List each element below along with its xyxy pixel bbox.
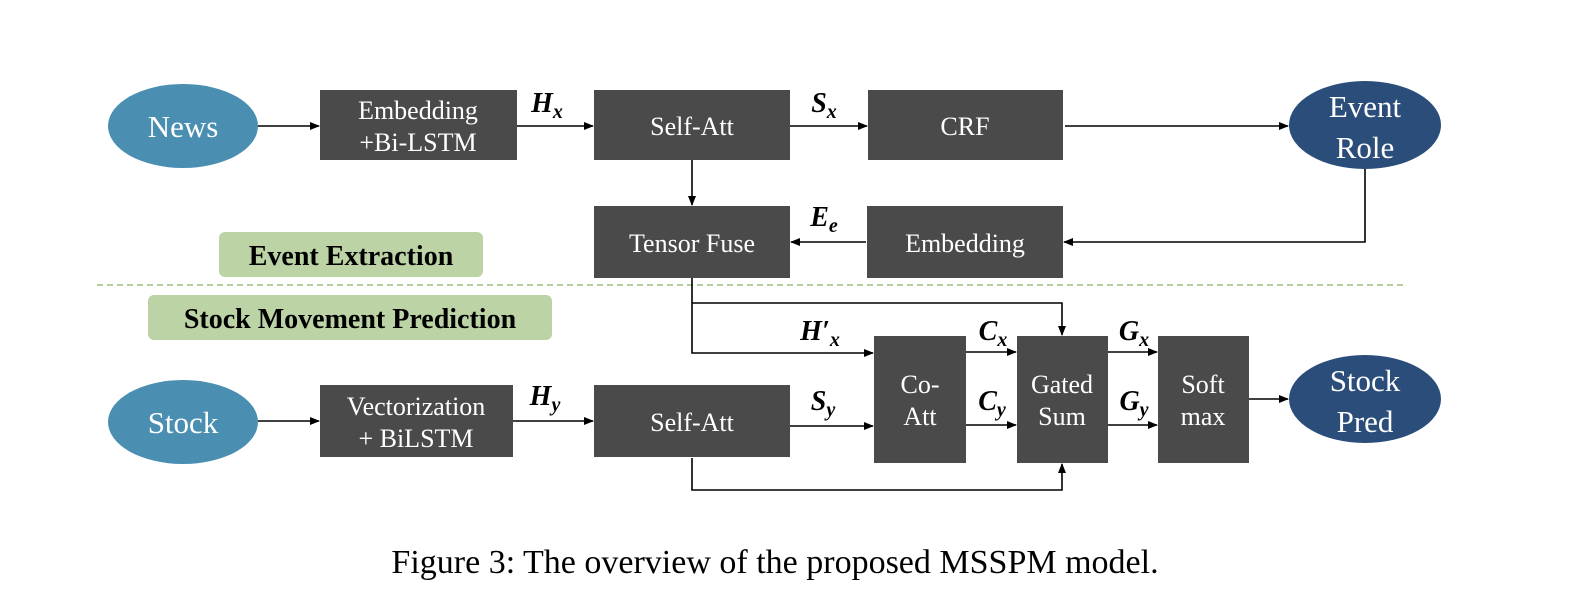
stock-node: Stock — [108, 380, 258, 464]
svg-text:Vectorization: Vectorization — [347, 392, 486, 421]
svg-text:CRF: CRF — [940, 112, 989, 141]
svg-text:Att: Att — [903, 402, 937, 431]
event-extraction-tag: Event Extraction — [219, 232, 483, 277]
self-att-top-box: Self-Att — [594, 90, 790, 160]
figure-caption: Figure 3: The overview of the proposed M… — [391, 544, 1158, 581]
svg-text:Gated: Gated — [1031, 370, 1093, 399]
label-cy: Cy — [978, 386, 1006, 421]
label-hx-prime: H′x — [799, 316, 840, 351]
svg-text:Tensor Fuse: Tensor Fuse — [629, 229, 755, 258]
embedding-box: Embedding — [867, 206, 1063, 278]
svg-text:News: News — [148, 109, 219, 144]
label-hy: Hy — [529, 381, 561, 416]
svg-text:Sum: Sum — [1038, 402, 1086, 431]
svg-text:Embedding: Embedding — [358, 96, 478, 125]
svg-text:Stock Movement Prediction: Stock Movement Prediction — [184, 304, 517, 335]
svg-text:+Bi-LSTM: +Bi-LSTM — [359, 128, 476, 157]
vectorization-bilstm-box: Vectorization + BiLSTM — [320, 385, 513, 457]
edge-selfatt-gatedsum — [691, 458, 1066, 491]
stock-movement-prediction-tag: Stock Movement Prediction — [148, 295, 552, 340]
svg-text:Pred: Pred — [1337, 404, 1394, 439]
label-ee: Ee — [809, 202, 838, 237]
self-att-bottom-box: Self-Att — [594, 385, 790, 457]
svg-text:Self-Att: Self-Att — [650, 408, 735, 437]
label-gy: Gy — [1119, 386, 1148, 421]
svg-text:Embedding: Embedding — [905, 229, 1025, 258]
label-sy: Sy — [811, 386, 836, 421]
news-node: News — [108, 84, 258, 168]
svg-text:Stock: Stock — [148, 405, 219, 440]
gated-sum-box: Gated Sum — [1017, 336, 1108, 463]
svg-text:+ BiLSTM: + BiLSTM — [358, 424, 473, 453]
edge-tensorfuse-coatt — [691, 278, 874, 357]
edge-tensorfuse-gatedsum — [692, 302, 1066, 336]
tensor-fuse-box: Tensor Fuse — [594, 206, 790, 278]
label-cx: Cx — [979, 316, 1008, 351]
svg-text:Co-: Co- — [901, 370, 940, 399]
svg-text:Soft: Soft — [1181, 370, 1225, 399]
label-gx: Gx — [1119, 316, 1149, 351]
softmax-box: Soft max — [1158, 336, 1249, 463]
co-att-box: Co- Att — [874, 336, 966, 463]
svg-text:Self-Att: Self-Att — [650, 112, 735, 141]
label-hx: Hx — [530, 88, 563, 123]
svg-text:Event Extraction: Event Extraction — [249, 241, 454, 272]
event-role-node: Event Role — [1289, 81, 1441, 169]
edge-eventrole-embedding — [1063, 169, 1366, 246]
label-sx: Sx — [811, 88, 837, 123]
embedding-bilstm-box: Embedding +Bi-LSTM — [320, 90, 517, 160]
crf-box: CRF — [868, 90, 1063, 160]
svg-text:Event: Event — [1329, 89, 1402, 124]
svg-text:Stock: Stock — [1330, 363, 1401, 398]
svg-text:Role: Role — [1336, 130, 1395, 165]
stock-pred-node: Stock Pred — [1289, 355, 1441, 443]
svg-text:max: max — [1181, 402, 1226, 431]
